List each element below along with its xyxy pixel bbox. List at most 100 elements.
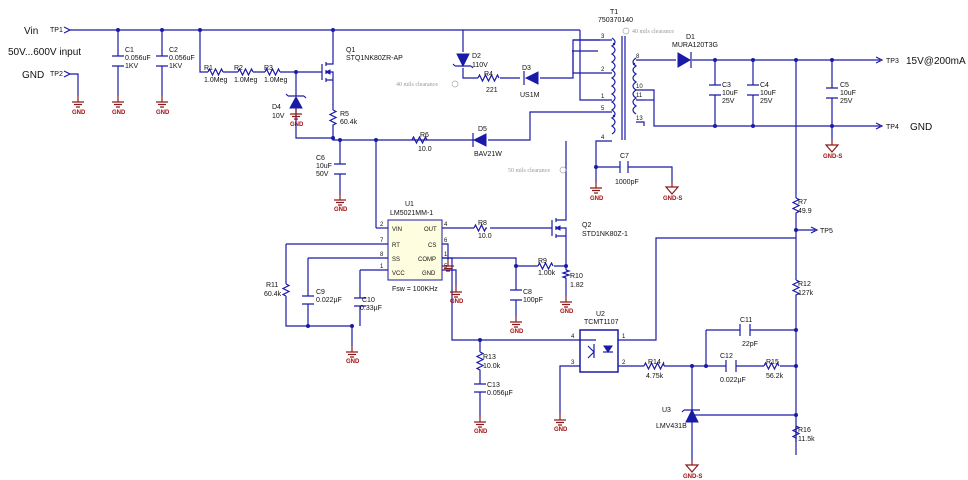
svg-text:STQ1NK80ZR-AP: STQ1NK80ZR-AP	[346, 55, 403, 62]
junctions	[116, 28, 834, 417]
resistor-r8: R8 10.0	[473, 220, 492, 240]
svg-text:GND: GND	[346, 359, 360, 365]
optocoupler-u2: U2 TCMT1107 43 12	[571, 311, 626, 373]
svg-text:R6: R6	[420, 132, 429, 139]
svg-text:U3: U3	[662, 407, 671, 414]
clearance-notes: 40 mils clearance 40 mils clearance 50 m…	[396, 27, 674, 174]
port-gnd-in: GND TP2	[22, 70, 72, 81]
capacitor-c2: C2 0.056uF 1KV	[156, 47, 195, 70]
svg-text:GND: GND	[560, 309, 574, 315]
svg-text:GND: GND	[590, 196, 604, 202]
mosfet-q1: Q1 STQ1NK80ZR-AP	[318, 47, 403, 82]
port-vout: TP3 15V@200mA	[875, 56, 966, 67]
vin-label: Vin	[24, 26, 38, 37]
svg-text:60.4k: 60.4k	[264, 291, 282, 298]
resistor-r14: R14 4.75k	[643, 359, 665, 380]
zener-d4: D4 10V	[272, 93, 307, 120]
svg-text:R3: R3	[264, 65, 273, 72]
port-tp5: TP5	[810, 226, 833, 235]
resistor-r16: R16 11.5k	[791, 425, 815, 443]
svg-text:10uF: 10uF	[722, 90, 738, 97]
svg-text:0.056uF: 0.056uF	[169, 55, 195, 62]
gnd-in-label: GND	[22, 70, 44, 81]
resistor-r4: R4 221	[477, 71, 500, 94]
svg-text:25V: 25V	[760, 98, 773, 105]
capacitor-c13: C13 0.056µF	[474, 382, 513, 397]
svg-text:1.0Meg: 1.0Meg	[264, 77, 287, 84]
svg-text:8: 8	[380, 252, 384, 258]
capacitor-c7: C7 1000pF	[615, 153, 639, 186]
diode-d1: D1 MURA120T3G	[672, 34, 718, 68]
svg-text:50V: 50V	[316, 171, 329, 178]
svg-text:LMV431B: LMV431B	[656, 423, 687, 430]
svg-text:BAV21W: BAV21W	[474, 151, 502, 158]
svg-text:R9: R9	[538, 258, 547, 265]
svg-text:0.056µF: 0.056µF	[487, 390, 513, 397]
svg-text:MURA120T3G: MURA120T3G	[672, 42, 718, 49]
svg-text:VIN: VIN	[392, 227, 402, 233]
svg-text:750370140: 750370140	[598, 17, 633, 24]
svg-text:R14: R14	[648, 359, 661, 366]
svg-text:C4: C4	[760, 82, 769, 89]
diode-d5: D5 BAV21W	[472, 126, 502, 158]
svg-text:C7: C7	[620, 153, 629, 160]
svg-text:GND-S: GND-S	[823, 154, 842, 160]
svg-text:C1: C1	[125, 47, 134, 54]
pin-number: 5	[601, 106, 605, 112]
svg-text:0.022µF: 0.022µF	[316, 297, 342, 304]
svg-text:C3: C3	[722, 82, 731, 89]
svg-text:C2: C2	[169, 47, 178, 54]
svg-text:C13: C13	[487, 382, 500, 389]
svg-text:4.75k: 4.75k	[646, 373, 664, 380]
svg-text:1000pF: 1000pF	[615, 179, 639, 186]
svg-text:R7: R7	[798, 199, 807, 206]
svg-text:25V: 25V	[722, 98, 735, 105]
svg-text:D1: D1	[686, 34, 695, 41]
pin-number: 13	[636, 116, 643, 122]
pin-number: 3	[601, 34, 605, 40]
diode-d3: D3 US1M	[520, 65, 540, 99]
svg-text:1.82: 1.82	[570, 282, 584, 289]
capacitor-c9: C9 0.022µF	[302, 289, 342, 305]
svg-text:25V: 25V	[840, 98, 853, 105]
svg-text:Q2: Q2	[582, 222, 591, 229]
resistor-r7: R7 49.9	[791, 197, 812, 215]
resistor-r5: R5 60.4k	[328, 109, 358, 128]
svg-text:R16: R16	[798, 427, 811, 434]
svg-text:10.0: 10.0	[478, 233, 492, 240]
resistor-r3: R3 1.0Meg	[264, 65, 287, 84]
svg-text:R13: R13	[483, 354, 496, 361]
port-vin: Vin 50V...600V input TP1	[8, 26, 81, 58]
svg-text:VCC: VCC	[392, 271, 405, 277]
pin-number: 10	[636, 84, 643, 90]
tp4-label: TP4	[886, 124, 899, 131]
svg-text:100pF: 100pF	[523, 297, 543, 304]
resistor-r10: R10 1.82	[561, 269, 584, 289]
resistor-r12: R12 127k	[791, 279, 814, 297]
resistor-r9: R9 1.00k	[537, 258, 556, 277]
svg-text:10uF: 10uF	[840, 90, 856, 97]
svg-text:U2: U2	[596, 311, 605, 318]
svg-text:GND-S: GND-S	[683, 474, 702, 480]
resistor-r6: R6 10.0	[411, 132, 432, 153]
pin-number: 8	[636, 54, 640, 60]
capacitor-c12: C12 0.022µF	[720, 353, 746, 384]
svg-text:GND: GND	[334, 207, 348, 213]
svg-text:6: 6	[444, 238, 448, 244]
svg-text:R15: R15	[766, 359, 779, 366]
svg-text:R5: R5	[340, 111, 349, 118]
resistor-r1: R1 1.0Meg	[204, 65, 227, 84]
capacitor-c8: C8 100pF	[510, 289, 543, 304]
svg-text:D2: D2	[472, 53, 481, 60]
svg-text:221: 221	[486, 87, 498, 94]
svg-text:D3: D3	[522, 65, 531, 72]
capacitor-c1: C1 0.056uF 1KV	[112, 47, 151, 70]
vin-range-label: 50V...600V input	[8, 47, 81, 58]
svg-text:2: 2	[622, 360, 626, 366]
svg-text:11.5k: 11.5k	[798, 436, 815, 443]
clearance-note: 50 mils clearance	[508, 168, 550, 174]
svg-text:C5: C5	[840, 82, 849, 89]
pin-number: 11	[636, 93, 643, 99]
svg-text:56.2k: 56.2k	[766, 373, 784, 380]
svg-text:GND: GND	[112, 110, 126, 116]
